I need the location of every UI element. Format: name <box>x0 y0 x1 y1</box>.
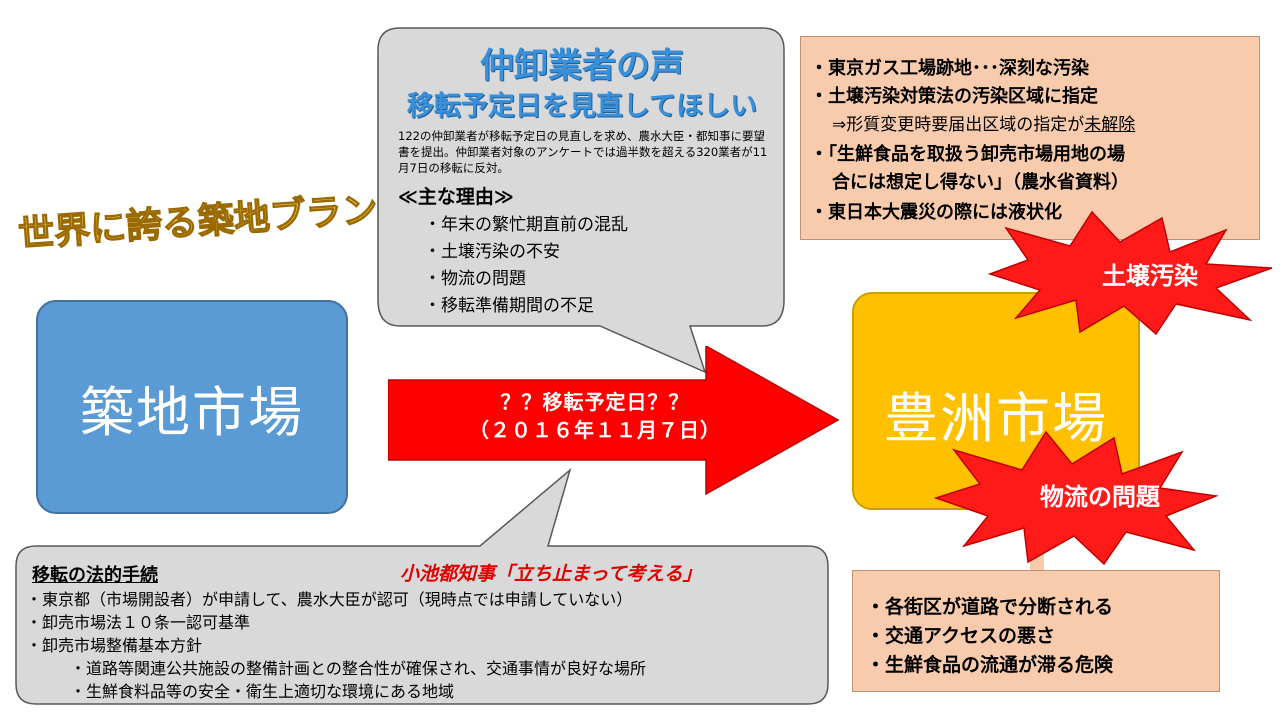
legal-subitem: ・道路等関連公共施設の整備計画との整合性が確保され、交通事情が良好な場所 <box>70 659 647 678</box>
tsukiji-market-box: 築地市場 <box>36 300 348 514</box>
relocation-arrow <box>388 346 840 496</box>
legal-procedure-title: 移転の法的手続 <box>32 565 158 586</box>
legal-item: ・卸売市場整備基本方針 <box>26 636 203 655</box>
logistics-issues-box <box>852 570 1220 692</box>
legal-callout-bubble <box>15 467 829 705</box>
logistics-burst-shape <box>933 430 1219 566</box>
risk-line-detail: ⇒形質変更時要届出区域の指定が未解除 <box>832 110 1135 135</box>
legal-subitem: ・生鮮食料品等の安全・衛生上適切な環境にある地域 <box>70 682 455 701</box>
wholesaler-reason-item: ・移転準備期間の不足 <box>424 296 594 316</box>
wholesaler-reason-item: ・物流の問題 <box>424 269 526 289</box>
logistics-burst-label: 物流の問題 <box>1040 483 1160 511</box>
brand-wordart: 世界に誇る築地ブランド <box>16 185 382 256</box>
wholesaler-reasons-title: ≪主な理由≫ <box>398 186 514 208</box>
tsukiji-label: 築地市場 <box>80 380 304 444</box>
wholesaler-body-text: 122の仲卸業者が移転予定日の見直しを求め、農水大臣・都知事に要望書を提出。仲卸… <box>398 129 768 175</box>
brand-text: 世界に誇る築地ブランド <box>17 186 382 256</box>
arrow-label-date: （２０１６年１１月７日） <box>469 418 721 442</box>
arrow-label-question: ？？移転予定日？？ <box>500 390 690 414</box>
wholesaler-subtitle: 移転予定日を見直してほしい <box>406 91 758 122</box>
risk-line: 合には想定し得ない」（農水省資料） <box>832 172 1129 193</box>
logistics-item: ・生鮮食品の流通が滞る危険 <box>866 654 1114 676</box>
toyosu-label: 豊洲市場 <box>884 387 1108 450</box>
risk-line: ・東京ガス工場跡地･･･深刻な汚染 <box>810 58 1089 79</box>
risk-detail-prefix: ⇒形質変更時要届出区域の指定が <box>832 115 1085 135</box>
wholesaler-reason-item: ・土壌汚染の不安 <box>424 242 560 262</box>
risk-line: ・土壌汚染対策法の汚染区域に指定 <box>810 86 1098 107</box>
logistics-item: ・各街区が道路で分断される <box>866 596 1114 618</box>
legal-item: ・東京都（市場開設者）が申請して、農水大臣が認可（現時点では申請していない） <box>26 590 633 609</box>
risk-detail-underlined: 未解除 <box>1084 115 1136 135</box>
koike-quote: 小池都知事「立ち止まって考える」 <box>400 563 702 585</box>
soil-burst-label: 土壌汚染 <box>1102 262 1198 290</box>
legal-item: ・卸売市場法１０条一認可基準 <box>26 613 251 632</box>
risk-line: ・「生鮮食品を取扱う卸売市場用地の場 <box>810 144 1125 165</box>
risk-line: ・東日本大震災の際には液状化 <box>810 202 1062 223</box>
wholesaler-reason-item: ・年末の繁忙期直前の混乱 <box>424 215 628 235</box>
logistics-item: ・交通アクセスの悪さ <box>866 625 1056 647</box>
wholesaler-callout-bubble <box>377 27 785 374</box>
wholesaler-title: 仲卸業者の声 <box>480 46 684 86</box>
soil-burst-shape <box>987 210 1273 336</box>
